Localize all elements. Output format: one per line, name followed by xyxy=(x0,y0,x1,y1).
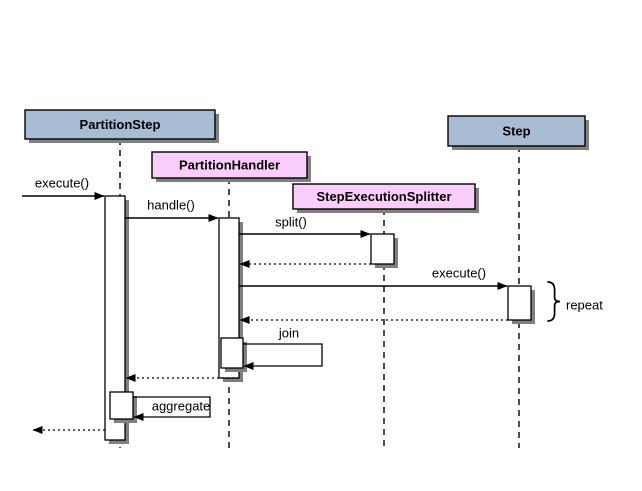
annotation-label-repeat-brace: repeat xyxy=(566,297,603,312)
activation-bar-act-splitter xyxy=(370,233,395,265)
activation-bar-act-aggregate-nested xyxy=(109,391,134,420)
messages-group: execute() handle() split() execute() xyxy=(22,175,508,434)
lifeline-box-step[interactable] xyxy=(447,115,586,147)
activation-bar-act-step xyxy=(507,285,532,321)
activation-bar-act-join-nested xyxy=(220,337,244,369)
lifeline-box-partition-handler[interactable] xyxy=(151,151,308,179)
lifeline-box-step-execution-splitter[interactable] xyxy=(292,183,476,210)
message-label-msg-execute-step: execute() xyxy=(432,265,486,280)
lifeline-label-step-execution-splitter: StepExecutionSplitter xyxy=(316,189,451,204)
message-label-msg-execute-entry: execute() xyxy=(35,175,89,190)
self-messages-group: join aggregate xyxy=(133,325,323,421)
message-label-msg-split: split() xyxy=(275,214,307,229)
annotations-group: repeat xyxy=(547,281,603,322)
self-message-label-msg-aggregate: aggregate xyxy=(152,398,211,413)
lifeline-label-step: Step xyxy=(502,123,530,138)
message-label-msg-handle: handle() xyxy=(147,197,195,212)
repeat-brace-icon xyxy=(547,281,561,322)
lifeline-label-partition-step: PartitionStep xyxy=(80,117,161,132)
self-message-hitbox-msg-join xyxy=(243,344,322,366)
self-message-label-msg-join: join xyxy=(278,325,299,340)
lifeline-label-partition-handler: PartitionHandler xyxy=(179,157,280,172)
activation-bar-act-partition-step xyxy=(104,195,126,441)
self-message-path-msg-join xyxy=(243,343,323,370)
self-message-path-msg-aggregate xyxy=(133,396,211,421)
lifeline-box-partition-step[interactable] xyxy=(24,109,216,140)
lifeline-headers-group: PartitionStepPartitionHandlerStepExecuti… xyxy=(24,109,589,213)
